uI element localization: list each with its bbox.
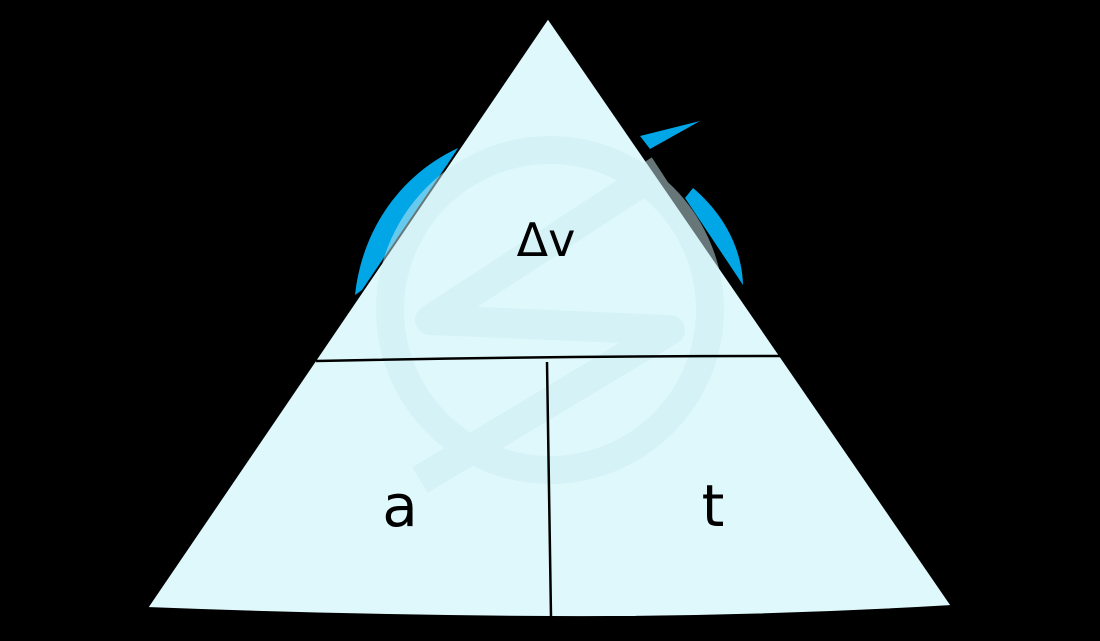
top-label-delta-v: Δv <box>516 213 576 267</box>
accent-arc-right <box>685 188 743 285</box>
watermark-logo <box>376 136 724 493</box>
vertical-divider <box>545 361 553 618</box>
horizontal-divider <box>315 354 787 363</box>
accent-arrowhead <box>640 121 700 149</box>
bottom-right-label-t: t <box>701 472 725 540</box>
bottom-left-label-a: a <box>382 472 418 540</box>
